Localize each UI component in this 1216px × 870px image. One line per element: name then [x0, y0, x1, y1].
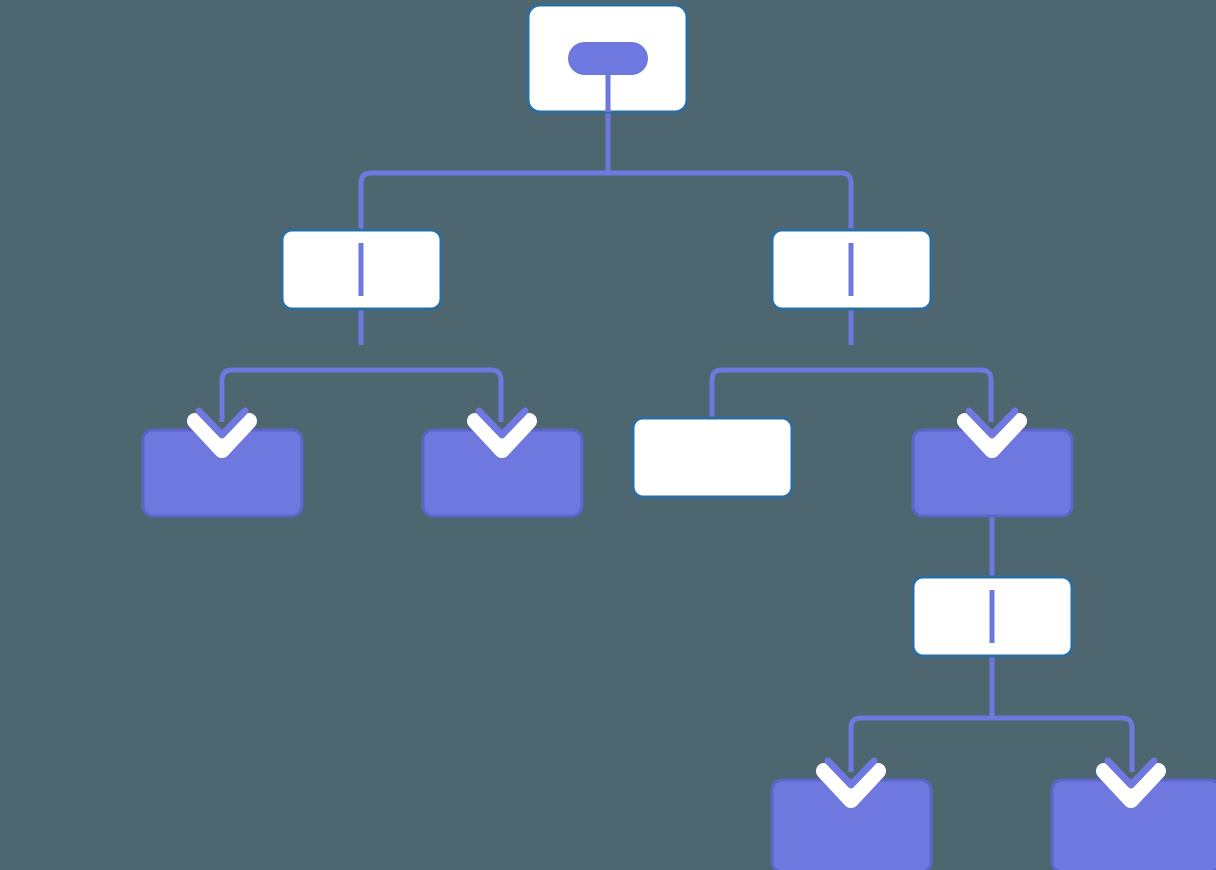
edge-right-split-bar	[709, 367, 994, 422]
node-group	[141, 3, 1216, 870]
node-level2-c[interactable]	[631, 416, 794, 499]
arrow-down-icon-level2-a	[187, 407, 257, 458]
node-root-pill	[568, 42, 648, 75]
arrow-down-icon-level4-left	[816, 757, 886, 808]
edge-left-split-bar	[219, 367, 504, 422]
arrow-down-icon-level2-b	[467, 407, 537, 458]
edge-bottom-split-bar	[848, 656, 1135, 772]
edge-group-over	[358, 66, 995, 643]
arrow-down-icon-level2-d	[957, 407, 1027, 458]
arrow-down-icon-level4-right	[1096, 757, 1166, 808]
root-pill-badge	[568, 42, 648, 75]
edge-level1-bar	[358, 170, 854, 232]
arrowhead-group	[187, 407, 1166, 808]
node-level2-c-box[interactable]	[631, 416, 794, 499]
